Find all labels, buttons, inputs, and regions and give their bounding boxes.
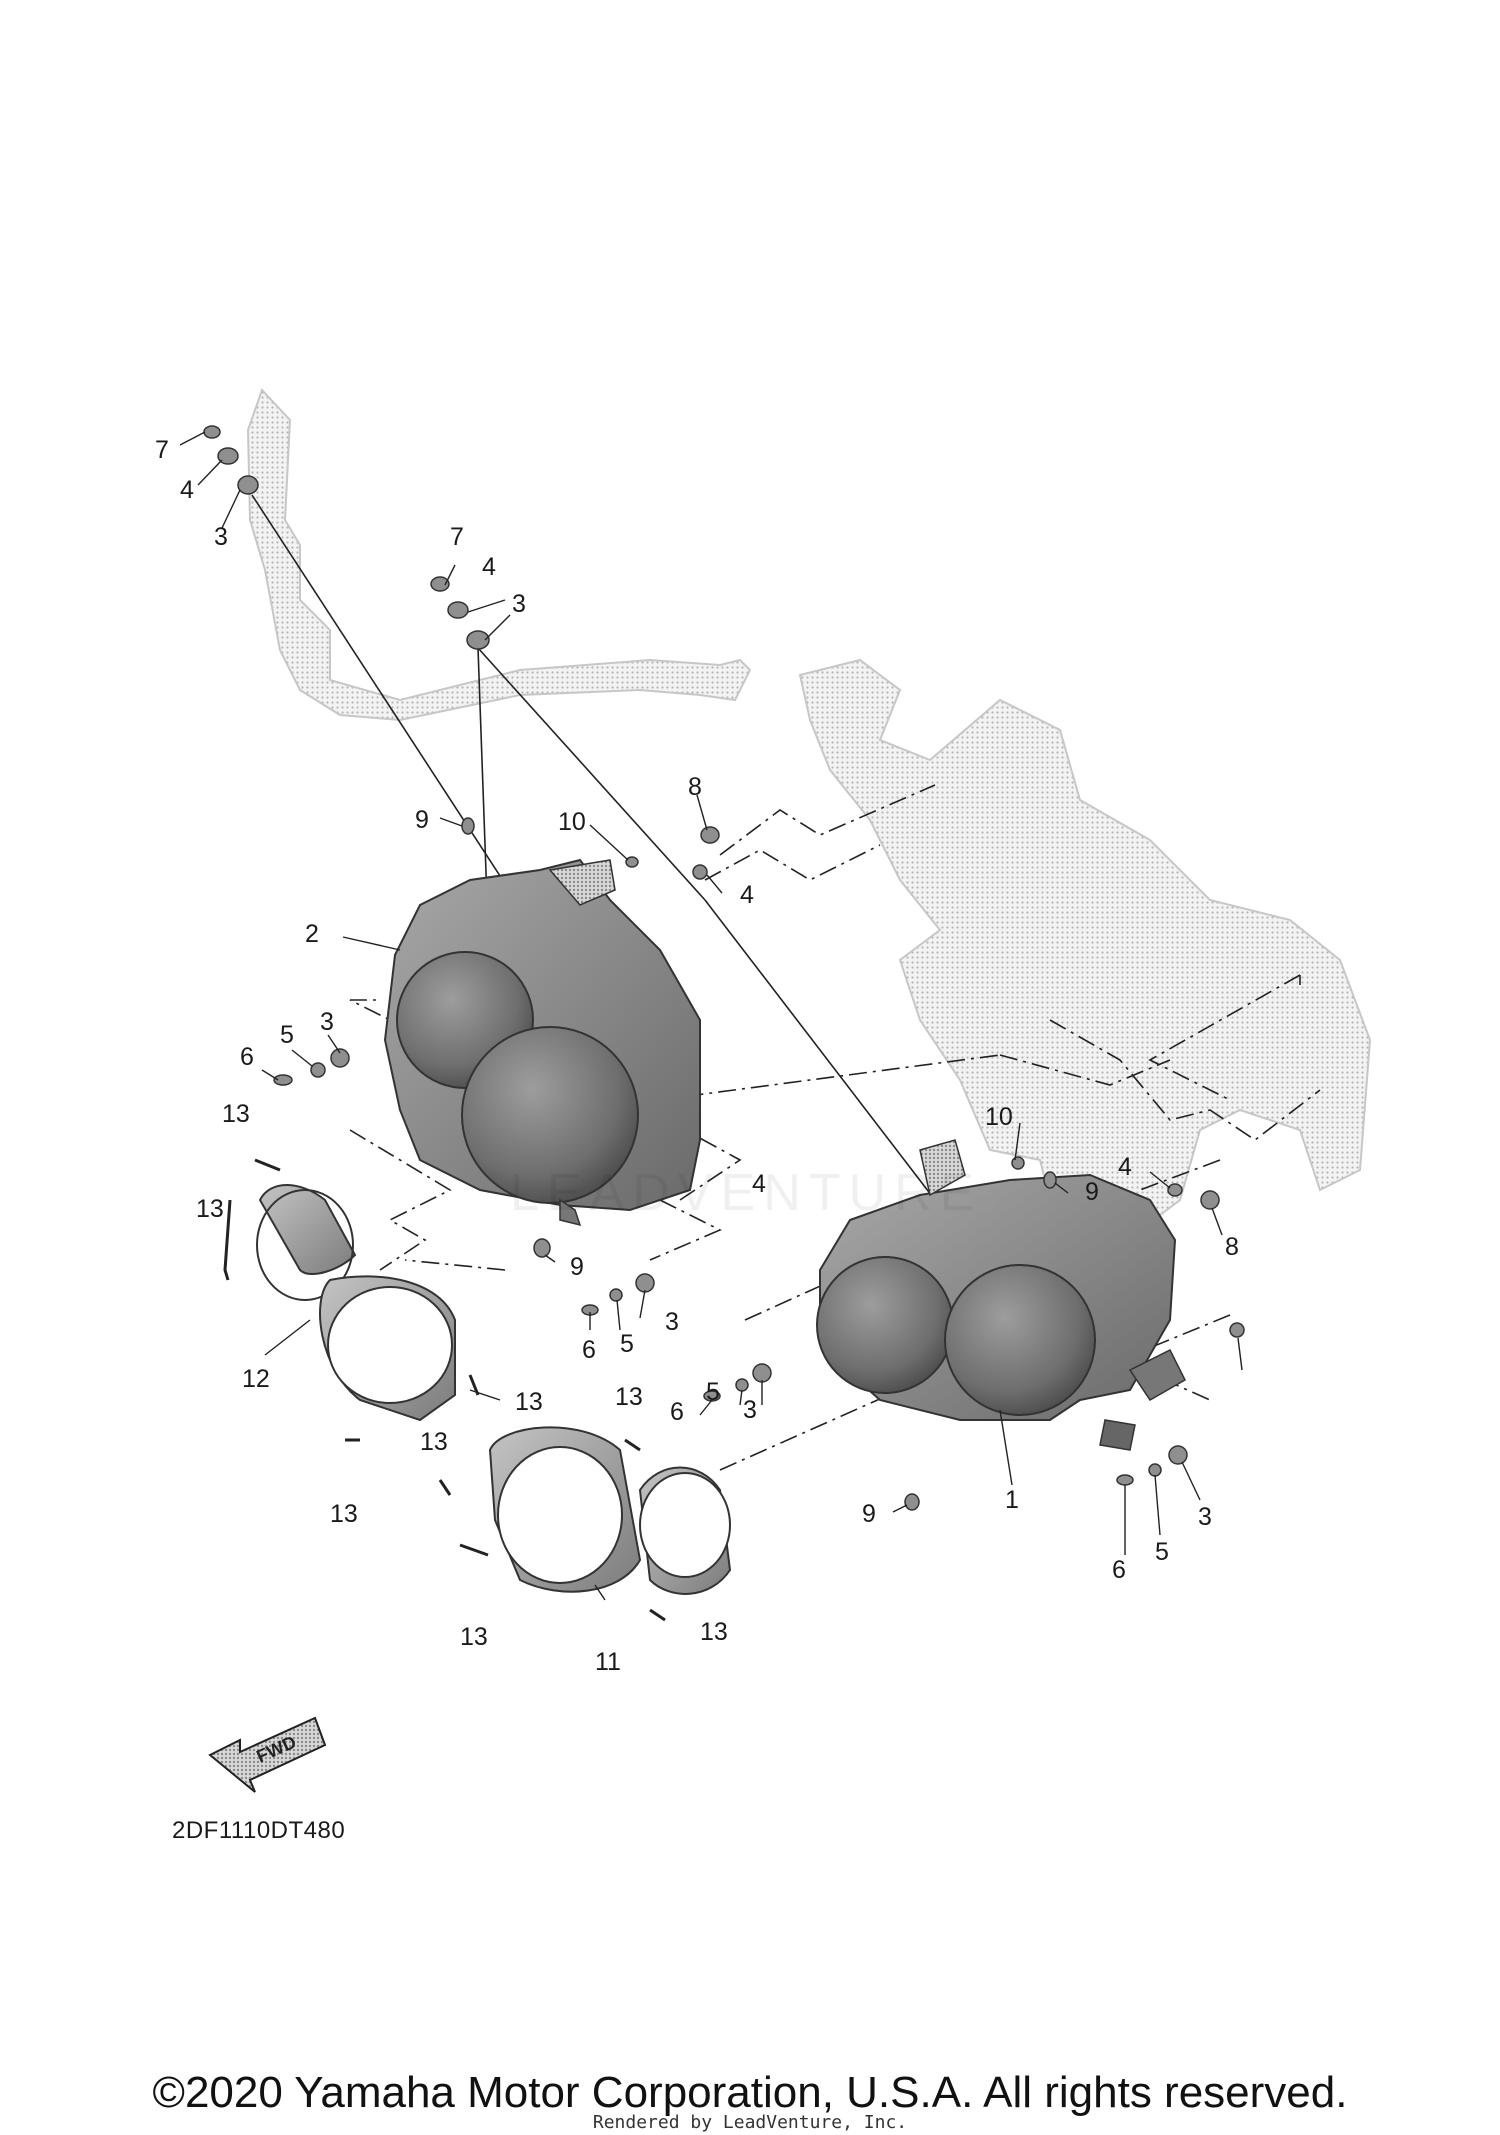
callout-13: 13 (615, 1383, 643, 1411)
callout-3: 3 (320, 1008, 334, 1036)
handlebar-stay (246, 388, 752, 722)
callout-leaders (179, 431, 1243, 1601)
callout-7: 7 (155, 436, 169, 464)
callout-7: 7 (450, 523, 464, 551)
bezel-12 (256, 1184, 456, 1422)
callout-6: 6 (670, 1398, 684, 1426)
callout-6: 6 (240, 1043, 254, 1071)
callout-9: 9 (862, 1500, 876, 1528)
headlight-assembly-2 (383, 858, 701, 1227)
callout-13: 13 (222, 1100, 250, 1128)
callout-3: 3 (743, 1396, 757, 1424)
callout-9: 9 (415, 806, 429, 834)
callout-3: 3 (1198, 1503, 1212, 1531)
callout-8: 8 (688, 773, 702, 801)
callout-13: 13 (460, 1623, 488, 1651)
callout-4: 4 (180, 476, 194, 504)
part-code: 2DF1110DT480 (172, 1817, 345, 1844)
callout-6: 6 (582, 1336, 596, 1364)
callout-5: 5 (1155, 1538, 1169, 1566)
callout-5: 5 (706, 1378, 720, 1406)
callout-1: 1 (1005, 1486, 1019, 1514)
callout-4: 4 (1118, 1153, 1132, 1181)
callout-10: 10 (558, 808, 586, 836)
callout-9: 9 (570, 1253, 584, 1281)
callout-4: 4 (752, 1170, 766, 1198)
callout-3: 3 (665, 1308, 679, 1336)
callout-6: 6 (1112, 1556, 1126, 1584)
callout-5: 5 (280, 1021, 294, 1049)
callout-5: 5 (620, 1330, 634, 1358)
headlight-assembly-1 (816, 1139, 1186, 1451)
callout-10: 10 (985, 1103, 1013, 1131)
callout-13: 13 (196, 1195, 224, 1223)
clips-13 (223, 1158, 666, 1622)
rendered-by-notice: Rendered by LeadVenture, Inc. (592, 2112, 908, 2133)
callout-3: 3 (214, 523, 228, 551)
callout-12: 12 (242, 1365, 270, 1393)
callout-11: 11 (595, 1648, 621, 1676)
callout-3: 3 (512, 590, 526, 618)
callout-13: 13 (420, 1428, 448, 1456)
callout-labels: 7 4 3 7 4 3 9 10 8 4 2 3 5 6 13 13 10 9 … (155, 436, 1239, 1676)
callout-4: 4 (740, 881, 754, 909)
callout-13: 13 (700, 1618, 728, 1646)
callout-9: 9 (1085, 1178, 1099, 1206)
callout-8: 8 (1225, 1233, 1239, 1261)
watermark: LEADVENTURE (510, 1164, 982, 1222)
copyright-notice: ©2020 Yamaha Motor Corporation, U.S.A. A… (152, 2068, 1348, 2117)
callout-2: 2 (305, 920, 319, 948)
callout-13: 13 (515, 1388, 543, 1416)
callout-13: 13 (330, 1500, 358, 1528)
fwd-arrow: FWD (208, 1716, 327, 1793)
callout-4: 4 (482, 553, 496, 581)
bezel-11 (488, 1426, 732, 1595)
